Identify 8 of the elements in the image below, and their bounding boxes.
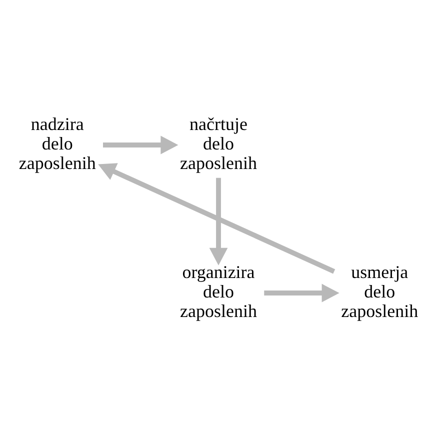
node-text: usmerja delo zaposlenih <box>341 262 418 322</box>
arrow <box>264 284 340 302</box>
arrow <box>98 163 336 274</box>
arrow <box>209 178 228 266</box>
node-text: organizira delo zaposlenih <box>180 262 257 322</box>
node-text: načrtuje delo zaposlenih <box>180 114 257 174</box>
arrow <box>103 136 178 154</box>
node-text: nadzira delo zaposlenih <box>18 114 96 174</box>
